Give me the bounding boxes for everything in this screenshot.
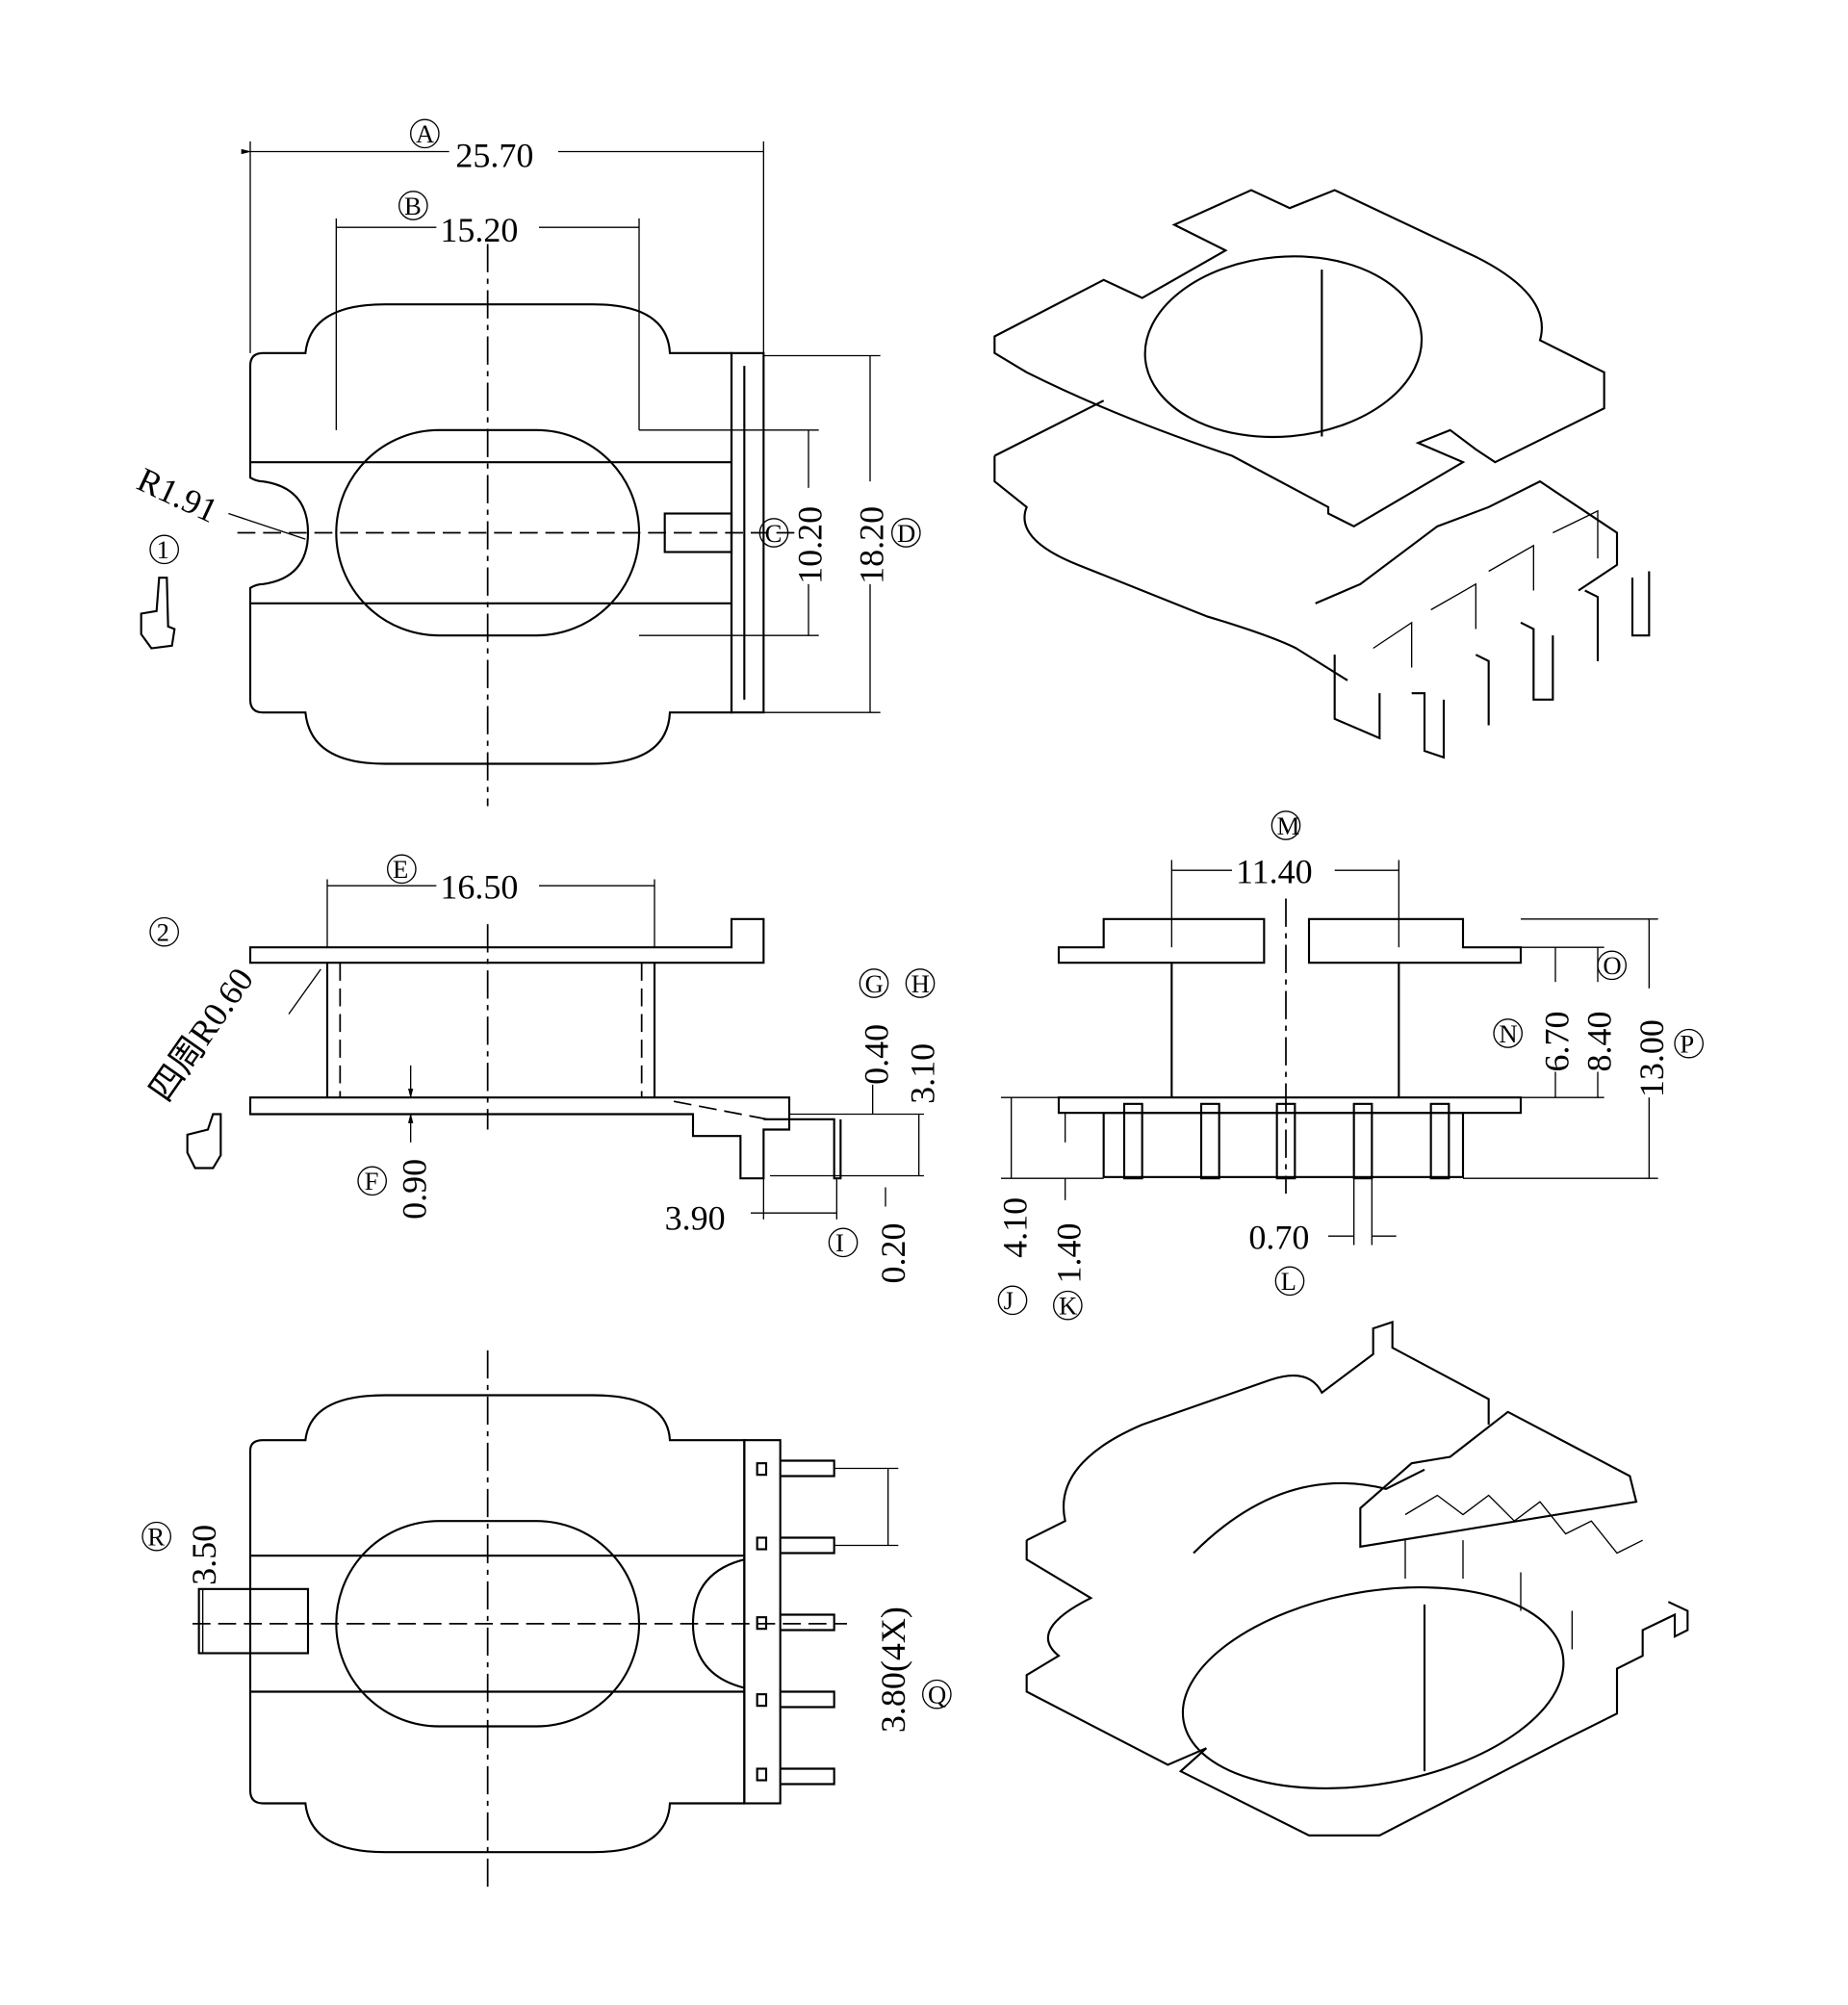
dim-h-value: 3.10: [904, 1043, 942, 1104]
isometric-view-bottom: [1025, 1321, 1689, 1837]
top-view: A 25.70 B 15.20 10.20 C 18.20 D R1.91 1: [132, 118, 921, 807]
dim-g-tag: G: [865, 969, 884, 998]
dim-b-value: 15.20: [440, 211, 518, 249]
dim-e-value: 16.50: [440, 868, 518, 907]
dim-m-tag: M: [1277, 811, 1300, 840]
note-2-value: 四周R0.60: [141, 961, 261, 1108]
dim-i-value: 0.20: [874, 1223, 912, 1284]
dim-a-value: 25.70: [455, 137, 533, 175]
dim-m-value: 11.40: [1236, 853, 1313, 891]
pointing-hand-icon: [140, 577, 176, 650]
dim-e-tag: E: [393, 855, 408, 884]
dim-b-tag: B: [404, 192, 422, 220]
isometric-view-top: [993, 189, 1651, 759]
dim-n-tag: N: [1499, 1019, 1517, 1048]
dim-h-tag: H: [911, 969, 930, 998]
dim-k-value: 1.40: [1050, 1223, 1089, 1284]
dim-r-value: 3.50: [185, 1525, 223, 1585]
note-2-tag: 2: [157, 918, 169, 947]
dim-q-value: 3.80(4X): [874, 1607, 912, 1733]
dim-o-value: 8.40: [1579, 1012, 1618, 1072]
dim-i-tag: I: [835, 1228, 844, 1257]
dim-pin-value: 3.90: [665, 1199, 726, 1238]
dim-p-value: 13.00: [1632, 1019, 1671, 1097]
dim-g-value: 0.40: [858, 1024, 896, 1085]
bottom-view: 3.80(4X) Q 3.50 R: [141, 1350, 952, 1888]
dim-p-tag: P: [1680, 1030, 1694, 1059]
side-view: E 16.50 0.90 F 0.40 G 3.10 H 0.20 I 3.90…: [141, 854, 942, 1284]
pointing-hand-icon: [186, 1113, 222, 1170]
dim-d-tag: D: [897, 519, 915, 548]
dim-j-tag: J: [1004, 1286, 1014, 1315]
dim-a-tag: A: [416, 119, 435, 148]
dim-n-value: 6.70: [1537, 1012, 1576, 1072]
dim-d-value: 18.20: [852, 506, 890, 584]
dim-c-value: 10.20: [790, 506, 829, 584]
dim-f-tag: F: [365, 1167, 379, 1195]
dim-c-tag: C: [765, 519, 783, 548]
front-view: M 11.40 6.70 N 8.40 O 13.00 P 4.10 J 1.4…: [996, 810, 1704, 1321]
note-1-tag: 1: [157, 535, 169, 564]
dim-k-tag: K: [1059, 1292, 1077, 1321]
dim-l-tag: L: [1281, 1267, 1296, 1296]
dim-j-value: 4.10: [996, 1197, 1035, 1258]
dim-q-tag: Q: [928, 1681, 946, 1709]
dim-o-tag: O: [1603, 951, 1621, 980]
dim-l-value: 0.70: [1248, 1219, 1309, 1257]
dim-r-tag: R: [147, 1523, 165, 1552]
note-1-value: R1.91: [132, 460, 224, 530]
dim-f-value: 0.90: [396, 1159, 434, 1220]
